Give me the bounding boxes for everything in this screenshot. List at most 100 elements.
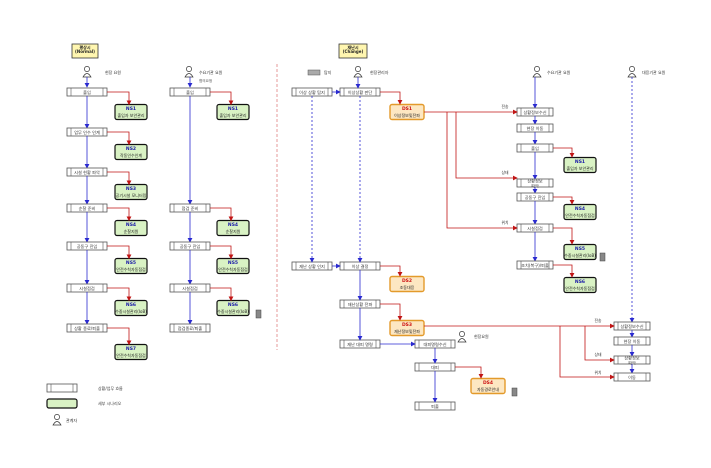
doc-icon-2 xyxy=(511,387,518,397)
support-change-sub-3-name: 수중시설관리(IoB) xyxy=(564,252,596,258)
support-sub-4-name: 수중시설관리(IoB) xyxy=(217,308,249,314)
actor-support-change-body xyxy=(532,73,542,78)
normal-step-7-label: 상황 종료/퇴출 xyxy=(74,325,100,332)
ds-3-name: 재난정보및전파 xyxy=(394,328,420,334)
ds-2-link xyxy=(380,265,403,277)
response-step-1-label: 상황정보수신 xyxy=(620,323,643,330)
support-sub-3-name: 안전수칙자동점검 xyxy=(218,266,248,272)
normal-sub-link-3 xyxy=(107,171,132,186)
normal-sub-1-name: 출입자 보안관리 xyxy=(117,112,144,118)
change-step-evacuate-label: 대피 xyxy=(431,364,439,371)
label-status-1: 상태 xyxy=(502,170,509,175)
support-step-5-box xyxy=(169,323,211,333)
header-change-text: 재난시(Change) xyxy=(343,44,364,54)
header-normal-text: 평상시(Normal) xyxy=(75,44,95,54)
label-dispatch-2: 전송 xyxy=(595,318,602,323)
ds3-position xyxy=(559,326,615,380)
support-change-sub-3-code: NS5 xyxy=(575,246,585,252)
label-status-2: 상태 xyxy=(595,352,602,357)
normal-sub-2-code: NS2 xyxy=(126,146,136,152)
ds-2-name: 조동대응 xyxy=(400,284,415,290)
ds-2-box xyxy=(389,275,425,293)
support-step-1-label: 출입 xyxy=(186,89,194,96)
ds1-status xyxy=(455,112,518,181)
legend-actor-icon-body xyxy=(52,421,62,426)
support-change-sub-1-code: NS1 xyxy=(575,159,585,165)
doc-icon-3 xyxy=(599,252,606,262)
actor-field-normal-label: 현장 요원 xyxy=(105,69,121,75)
support-change-sub-2-code: NS4 xyxy=(575,206,585,212)
change-step-receive-label: 대피명령수신 xyxy=(423,341,446,348)
support-change-step-5-label: 공동구 진입 xyxy=(525,194,546,201)
normal-sub-7-name: 안전수칙자동점검 xyxy=(116,352,146,358)
label-dispatch-1: 전송 xyxy=(502,104,509,109)
actor-field-manager-body xyxy=(353,73,363,78)
ds-4-box xyxy=(470,377,506,395)
support-sub-2-code: NS4 xyxy=(228,222,238,228)
support-change-step-1-label: 상황정보수신 xyxy=(523,109,546,116)
ds-1-code: DS1 xyxy=(402,106,412,112)
sensor-icon xyxy=(307,69,321,76)
actor-field-manager-label: 현장관리자 xyxy=(370,69,389,75)
normal-sub-link-1 xyxy=(107,91,132,106)
normal-sub-5-code: NS5 xyxy=(126,260,136,266)
legend-sub-box xyxy=(46,398,78,409)
ds3-status xyxy=(584,326,615,363)
support-change-sub-4-code: NS6 xyxy=(575,279,585,285)
actor-support-change-head xyxy=(534,66,540,72)
ds-3-link xyxy=(380,303,403,321)
support-sub-link-2 xyxy=(210,207,234,222)
label-position-2: 위치 xyxy=(595,370,602,375)
normal-sub-3-code: NS3 xyxy=(126,186,136,192)
actor-field-normal-head xyxy=(84,66,90,72)
normal-sub-3-name: 공기시설 모니터링 xyxy=(116,192,147,198)
support-change-sub-2-name: 안전수칙자동점검 xyxy=(565,212,595,218)
support-change-sub-1-box xyxy=(563,156,597,174)
normal-sub-7-code: NS7 xyxy=(126,346,136,352)
actor-field-change-label: 현장요원 xyxy=(474,333,489,339)
ds-4-link xyxy=(455,366,484,379)
support-change-sub-link-1 xyxy=(553,147,575,158)
normal-step-3-label: 시설 현황 파악 xyxy=(74,169,100,176)
support-change-sub-link-4 xyxy=(553,264,575,278)
support-change-step-2-label: 현장 이동 xyxy=(527,125,544,132)
support-change-sub-2-box xyxy=(563,203,597,221)
support-change-sub-3-box xyxy=(563,243,597,261)
normal-sub-6-code: NS6 xyxy=(126,302,136,308)
legend-process-box xyxy=(46,383,78,393)
support-sub-1-name: 출입자 보안관리 xyxy=(219,112,246,118)
normal-sub-link-6 xyxy=(107,287,132,302)
ds-4-name: 자동경로안내 xyxy=(477,386,499,392)
support-change-step-3-label: 출입 xyxy=(531,145,539,152)
normal-sub-link-4 xyxy=(107,207,132,222)
header-change-box xyxy=(338,43,368,59)
support-change-sub-4-name: 안전수칙자동점검 xyxy=(565,285,595,291)
support-sub-link-4 xyxy=(210,287,234,302)
ds-3-code: DS3 xyxy=(402,322,412,328)
change-step-disaster-detect-label: 재난 상황 인지 xyxy=(299,263,325,270)
actor-support-normal-body xyxy=(184,73,194,78)
support-note: 협의요청 xyxy=(199,78,212,83)
actor-response-change-body xyxy=(627,73,637,78)
actor-support-normal-label: 수요기관 요원 xyxy=(199,69,223,75)
normal-sub-5-name: 안전수칙자동점검 xyxy=(116,266,146,272)
actor-field-manager-head xyxy=(355,66,361,72)
actor-support-normal-head xyxy=(186,66,192,72)
support-step-3-label: 공동구 진입 xyxy=(180,243,201,250)
normal-sub-6-name: 수중시설관리(IoB) xyxy=(115,308,147,314)
support-sub-1-code: NS1 xyxy=(228,106,238,112)
normal-step-2-label: 업무 인수 인계 xyxy=(74,129,100,136)
actor-field-change-head xyxy=(459,331,465,337)
normal-sub-4-code: NS4 xyxy=(126,222,136,228)
normal-sub-2-name: 작동인수인계 xyxy=(120,152,142,158)
change-step-detect-label: 이상 상황 탐지 xyxy=(299,89,325,96)
ds1-position xyxy=(446,112,518,231)
support-change-sub-link-3 xyxy=(553,227,575,245)
support-sub-3-code: NS5 xyxy=(228,260,238,266)
legend-actor-text: 관계자 xyxy=(66,417,77,423)
normal-sub-link-2 xyxy=(107,131,132,146)
support-step-2-label: 점검 준비 xyxy=(182,205,199,212)
normal-step-4-label: 순찰 준비 xyxy=(79,205,96,212)
doc-icon-1 xyxy=(255,309,262,319)
